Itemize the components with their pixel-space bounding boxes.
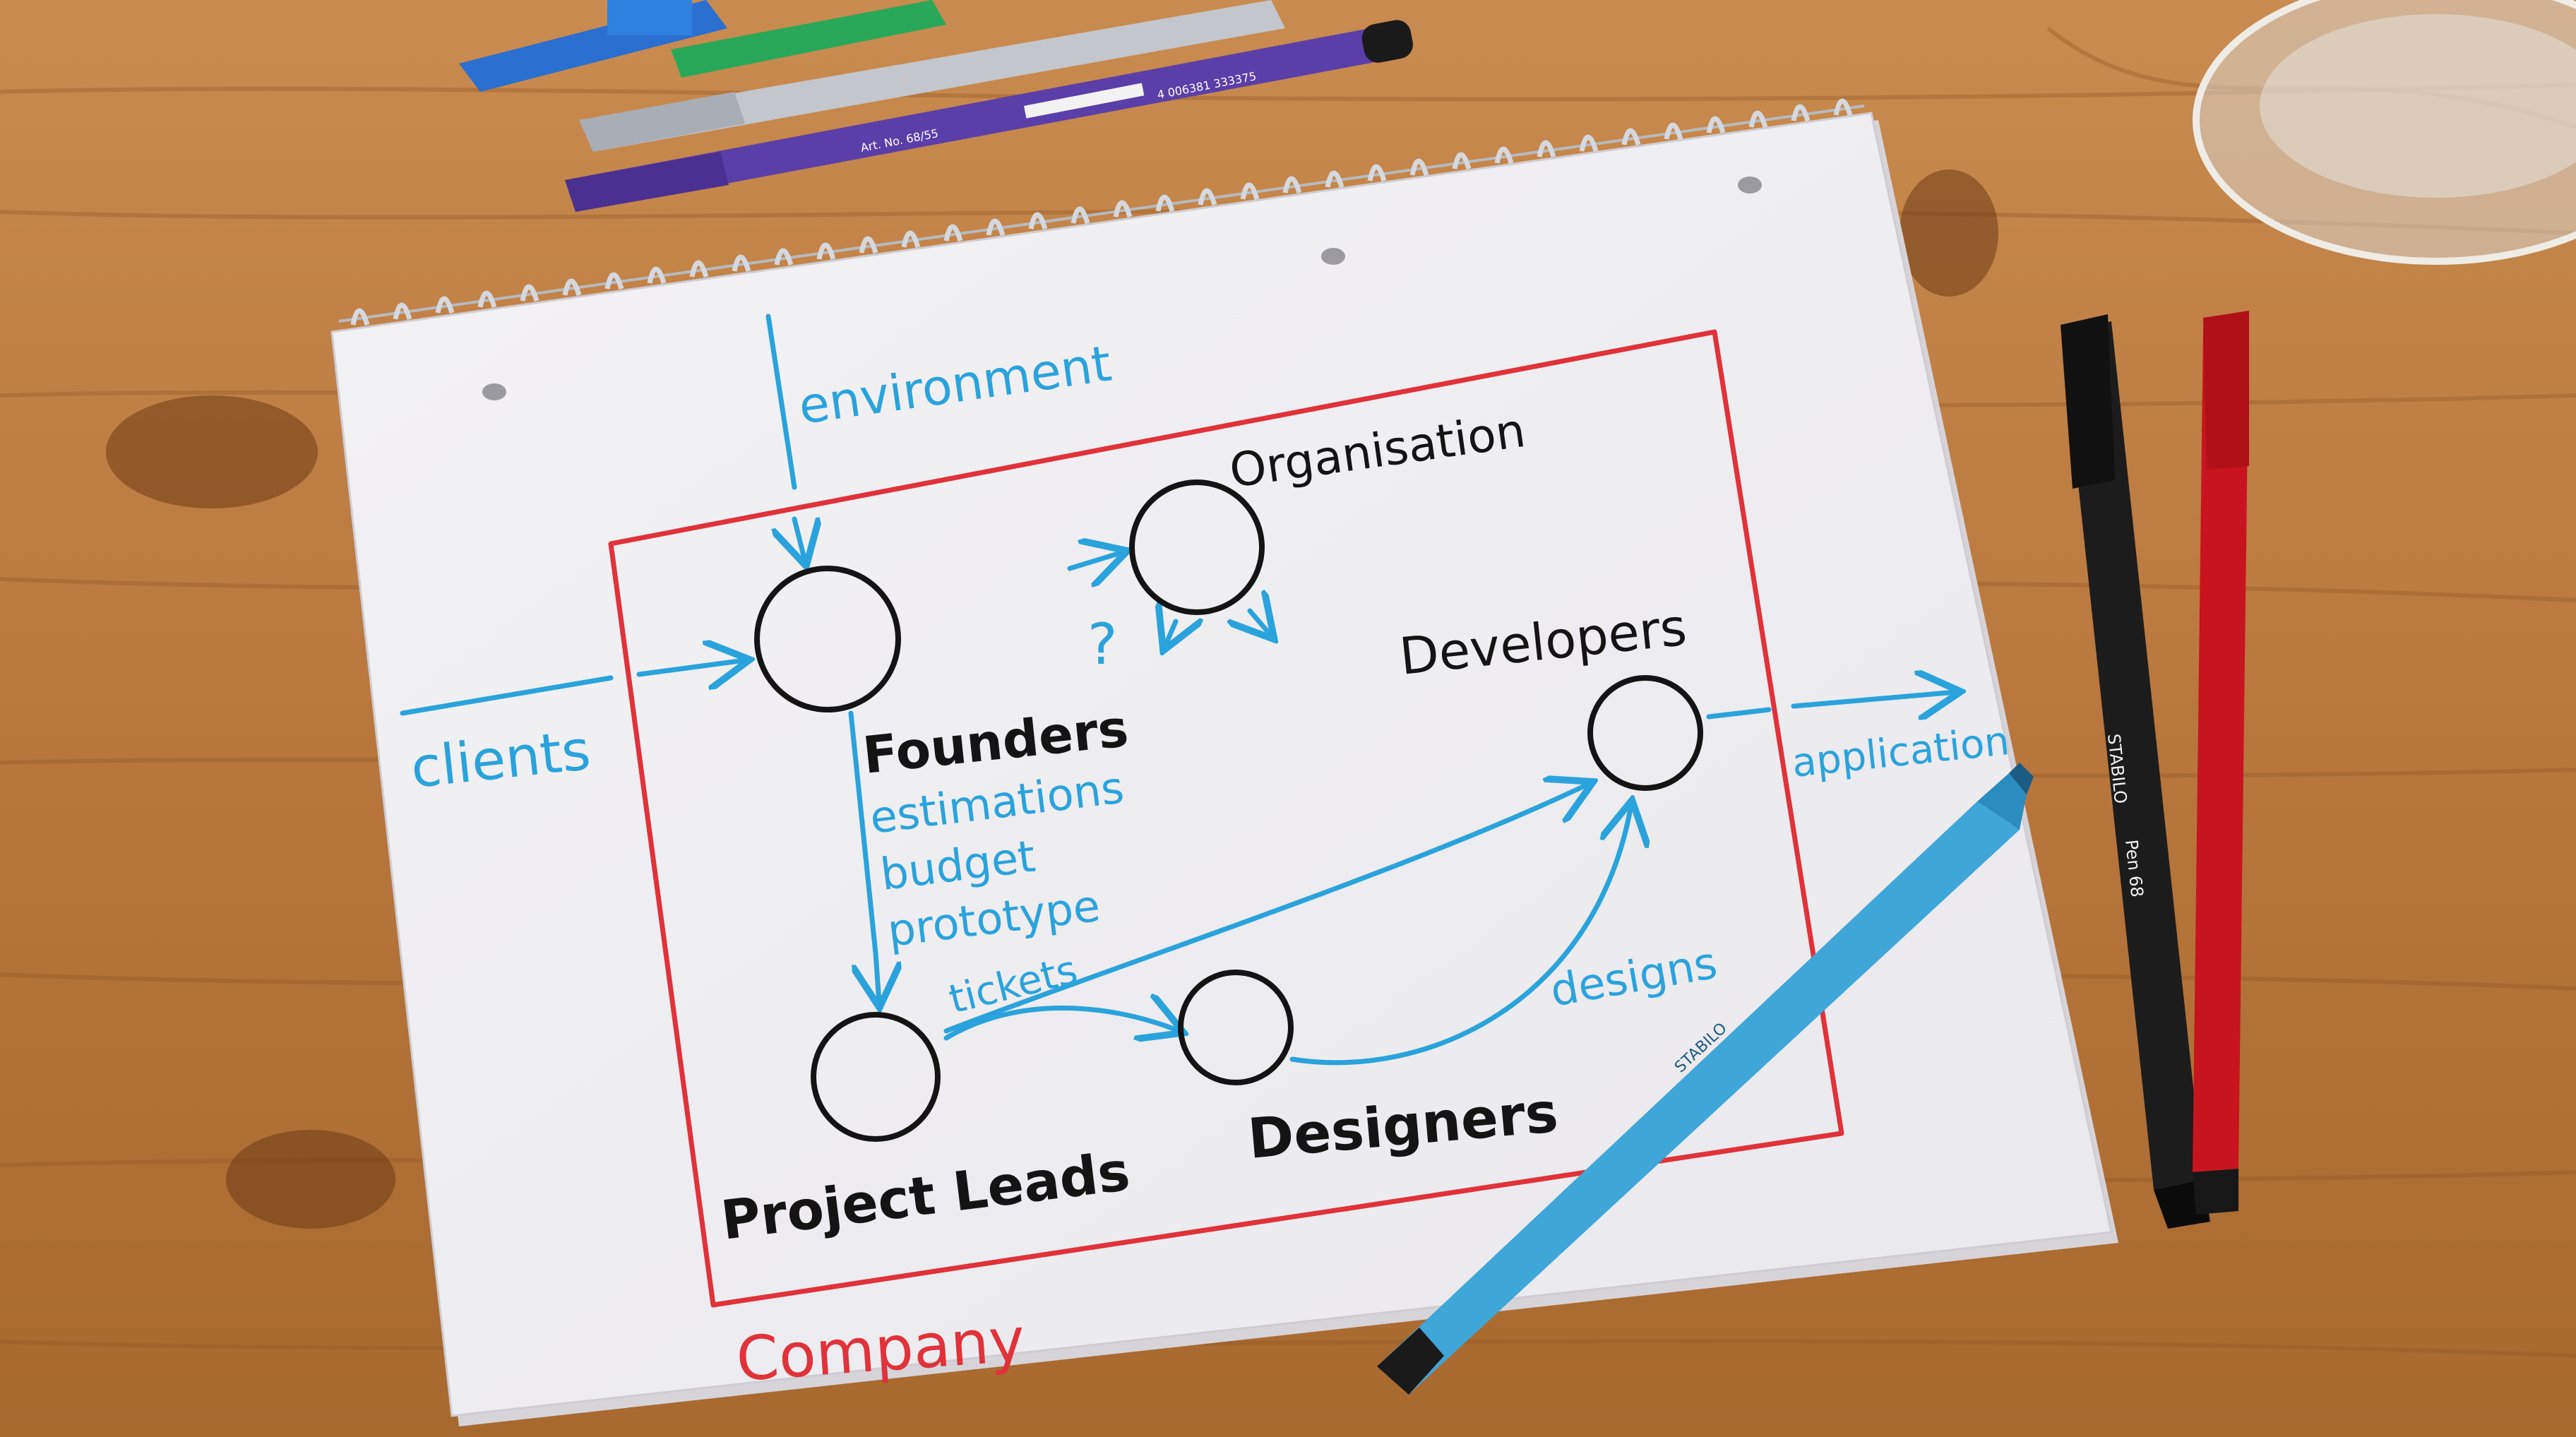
organisation-node	[1129, 479, 1265, 615]
environment-arrow	[794, 516, 805, 561]
org-out-arrow-2	[1250, 611, 1271, 636]
project-leads-node	[811, 1012, 941, 1142]
spiral-binding	[338, 105, 1865, 323]
nodes	[754, 479, 1703, 1142]
pen-green	[671, 0, 946, 78]
org-in-arrow	[1067, 552, 1123, 568]
pen-red	[2193, 311, 2249, 1215]
clients-arrow	[400, 660, 745, 716]
tickets-to-designers-arrow	[943, 1008, 1179, 1039]
pen-black: STABILO Pen 68	[2061, 314, 2210, 1229]
punch-holes	[482, 177, 1762, 400]
wood-knots	[106, 169, 1998, 1229]
spiral-rings	[350, 98, 1853, 326]
label-question-mark: ?	[1087, 612, 1117, 677]
tickets-to-developers-arrow	[943, 784, 1589, 1034]
barcode	[1024, 83, 1145, 119]
designers-node	[1178, 970, 1294, 1085]
founders-node	[754, 566, 901, 712]
pen-blue	[459, 0, 727, 92]
org-out-arrow-1	[1165, 621, 1176, 646]
company-box	[608, 329, 1844, 1308]
environment-line	[765, 314, 797, 490]
application-arrow	[1706, 692, 1956, 717]
designs-arrow	[1289, 805, 1631, 1066]
pen-grey	[579, 0, 1285, 152]
pen-purple	[565, 20, 1413, 212]
developers-node	[1587, 675, 1703, 791]
founders-to-leads-arrow	[848, 710, 879, 1003]
glass	[2193, 0, 2576, 265]
flow-arrows	[400, 314, 1956, 1066]
